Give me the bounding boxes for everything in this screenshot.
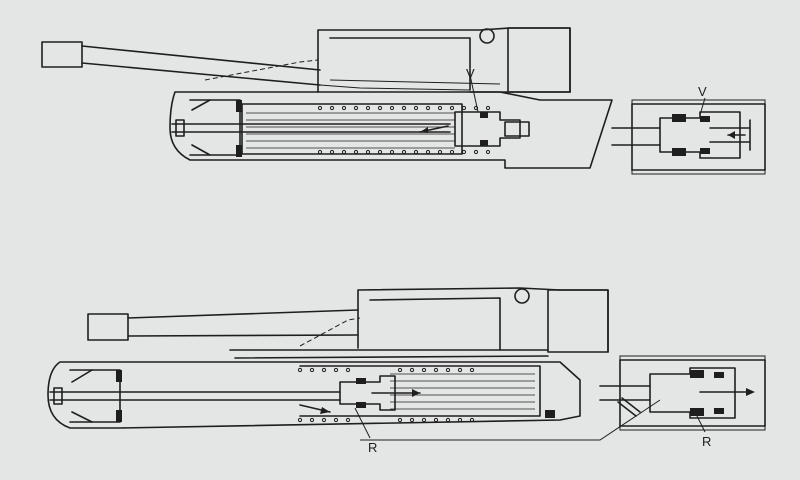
top-cradle	[204, 27, 571, 93]
top-pivot	[479, 28, 495, 44]
top-recoil-housing: V	[169, 66, 613, 169]
bottom-spring	[297, 367, 475, 423]
bottom-recuperator-leader	[354, 407, 371, 439]
top-buffer-fluid	[246, 112, 455, 149]
top-barrel	[41, 41, 321, 86]
top-breech-block	[507, 27, 571, 93]
bottom-detail-recuperator-label: R	[702, 434, 711, 449]
top-valve-block	[419, 111, 530, 147]
bottom-piston-rod	[49, 391, 341, 401]
top-piston-rod	[171, 123, 451, 133]
bottom-barrel-tube	[127, 309, 359, 337]
top-muzzle-block	[41, 41, 83, 68]
bottom-recoil-housing: R	[47, 361, 581, 455]
bottom-breech-block	[547, 289, 609, 353]
bottom-recuperator-label: R	[368, 440, 377, 455]
top-valve-leader	[469, 74, 479, 113]
top-valve-detail: V	[611, 84, 766, 175]
top-spring	[317, 105, 491, 155]
bottom-detail-connector	[360, 399, 661, 441]
bottom-muzzle-block	[87, 313, 129, 341]
top-assembly: V V	[41, 27, 766, 175]
bottom-assembly: R R	[47, 287, 766, 455]
bottom-barrel	[87, 309, 359, 341]
top-buffer-cylinder	[241, 103, 463, 155]
top-detail-valve-label: V	[698, 84, 707, 99]
bottom-cradle	[229, 287, 609, 359]
bottom-recuperator-detail: R	[599, 355, 766, 449]
bottom-valve-block	[299, 375, 421, 414]
top-barrel-tube	[81, 45, 321, 86]
top-valve-label: V	[466, 66, 475, 81]
bottom-pivot	[514, 288, 530, 304]
bottom-buffer-fluid	[390, 373, 535, 410]
bottom-buffer-cylinder	[299, 365, 541, 417]
